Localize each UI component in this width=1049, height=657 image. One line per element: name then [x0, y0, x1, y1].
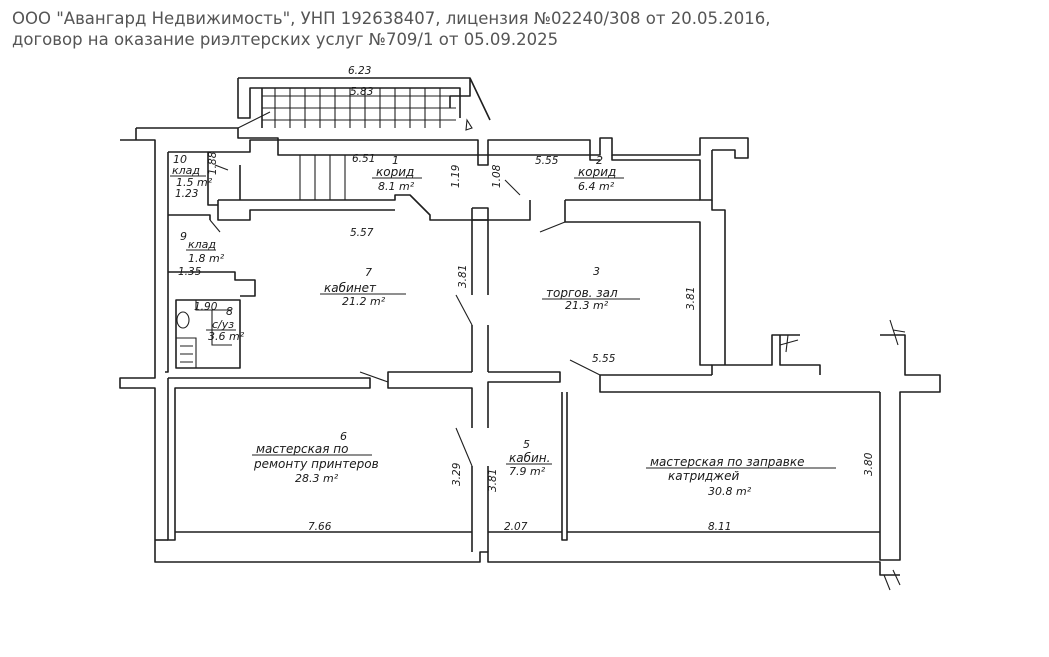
svg-text:21.2 m²: 21.2 m² [342, 295, 386, 308]
dim-corridor1: 6.51 [352, 153, 375, 165]
room-label-6: 6 мастерская по ремонту принтеров 28.3 m… [253, 430, 379, 485]
svg-text:8.1 m²: 8.1 m² [378, 180, 415, 193]
svg-text:клад: клад [188, 238, 216, 251]
dim-last-h: 3.80 [863, 452, 875, 476]
svg-text:3.6 m²: 3.6 m² [208, 330, 245, 343]
dim-room5-w: 2.07 [504, 521, 528, 533]
dim-room7-w: 5.57 [350, 227, 374, 239]
svg-text:6.4 m²: 6.4 m² [578, 180, 615, 193]
dim-corridor2: 5.55 [535, 155, 559, 167]
svg-text:корид: корид [578, 165, 616, 179]
svg-text:1: 1 [392, 154, 399, 167]
svg-text:28.3 m²: 28.3 m² [295, 472, 339, 485]
svg-text:мастерская по заправке: мастерская по заправке [650, 455, 804, 469]
room-label-7: 7 кабинет 21.2 m² [324, 266, 386, 308]
dim-room7-h: 3.81 [457, 265, 469, 288]
room-label-3: 3 торгов. зал 21.3 m² [546, 265, 618, 312]
room-label-1: 1 корид 8.1 m² [376, 154, 415, 193]
room-label-5: 5 кабин. 7.9 m² [509, 438, 550, 478]
svg-text:катриджей: катриджей [668, 469, 739, 483]
svg-text:2: 2 [596, 154, 603, 167]
dim-room3-h: 3.81 [685, 287, 697, 310]
svg-text:клад: клад [172, 164, 200, 177]
svg-text:торгов. зал: торгов. зал [546, 286, 618, 300]
dim-stair: 5.83 [350, 86, 373, 98]
svg-text:8: 8 [226, 305, 233, 318]
svg-text:кабинет: кабинет [324, 281, 377, 295]
svg-text:с/уз: с/уз [212, 318, 234, 331]
outer-walls [119, 127, 941, 576]
dim-room6-w: 7.66 [308, 521, 332, 533]
svg-text:3: 3 [593, 265, 600, 278]
svg-text:ремонту принтеров: ремонту принтеров [253, 457, 379, 471]
dim-1-08: 1.08 [491, 164, 503, 188]
svg-text:9: 9 [180, 230, 187, 243]
svg-text:7.9 m²: 7.9 m² [509, 465, 546, 478]
interior-walls [155, 152, 880, 552]
dim-room6-h: 3.29 [451, 462, 463, 486]
header-line-2: договор на оказание риэлтерских услуг №7… [12, 30, 559, 49]
room-label-10: 10 клад 1.5 m² [172, 153, 213, 189]
room-label-8: 8 с/уз 3.6 m² [208, 305, 245, 343]
staircase [237, 77, 491, 200]
dim-room5-h: 3.81 [487, 469, 499, 492]
svg-text:кабин.: кабин. [509, 451, 550, 465]
room-label-9: 9 клад 1.8 m² [180, 230, 225, 265]
svg-text:30.8 m²: 30.8 m² [708, 485, 752, 498]
svg-text:мастерская по: мастерская по [256, 442, 348, 456]
header-line-1: ООО "Авангард Недвижимость", УНП 1926384… [12, 9, 771, 28]
svg-text:1.5 m²: 1.5 m² [176, 176, 213, 189]
dim-room10-w: 1.23 [175, 188, 198, 200]
door-swings [209, 164, 906, 591]
svg-text:6: 6 [340, 430, 347, 443]
dim-room10-h: 1.88 [207, 151, 219, 175]
svg-text:5: 5 [523, 438, 530, 451]
dim-room8-h: 1.90 [194, 301, 218, 313]
dim-top-overall: 6.23 [348, 65, 371, 77]
dimension-labels: 6.23 5.83 6.51 5.55 1.19 1.08 1.23 1.88 … [175, 65, 875, 533]
room-label-2: 2 корид 6.4 m² [578, 154, 616, 193]
dim-1-19: 1.19 [450, 164, 462, 188]
svg-text:1.8 m²: 1.8 m² [188, 252, 225, 265]
svg-text:10: 10 [173, 153, 187, 166]
dim-room9-w: 1.35 [178, 266, 202, 278]
dim-room3-w: 5.55 [592, 353, 616, 365]
document-header: ООО "Авангард Недвижимость", УНП 1926384… [12, 8, 770, 50]
label-underlines [170, 175, 836, 469]
room-label-workshop-cartridges: мастерская по заправке катриджей 30.8 m² [650, 455, 804, 498]
dim-last-w: 8.11 [708, 521, 731, 533]
svg-text:7: 7 [365, 266, 372, 279]
svg-text:корид: корид [376, 165, 414, 179]
svg-text:21.3 m²: 21.3 m² [565, 299, 609, 312]
